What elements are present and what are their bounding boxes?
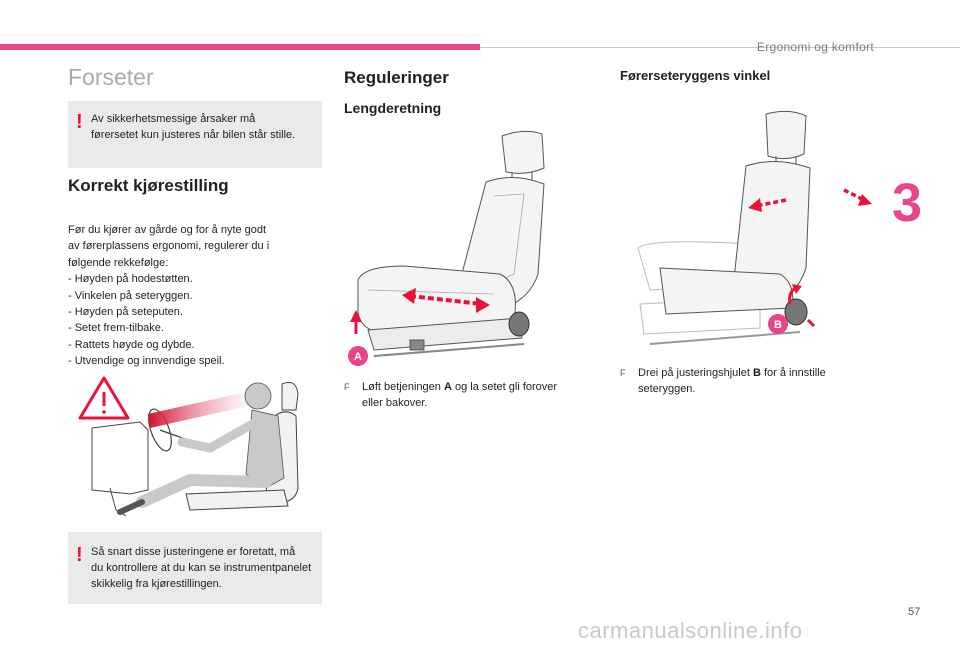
step: - Høyden på hodestøtten.: [68, 273, 193, 286]
warning-box-1: ! Av sikkerhetsmessige årsaker må førers…: [68, 101, 322, 168]
step: - Setet frem-tilbake.: [68, 322, 164, 335]
step: - Rattets høyde og dybde.: [68, 338, 195, 351]
page-number: 57: [908, 606, 921, 618]
label-a-marker: [348, 346, 368, 366]
seat-longitudinal-illustration: A: [348, 130, 545, 366]
watermark: carmanualsonline.info: [578, 618, 803, 643]
header-accent-bar: [0, 44, 480, 50]
chapter-number: 3: [892, 173, 923, 233]
step: - Utvendige og innvendige speil.: [68, 355, 225, 368]
lift-arrow-icon: [350, 310, 362, 322]
chapter-title: Ergonomi og komfort: [756, 40, 874, 54]
step: - Høyden på seteputen.: [68, 306, 183, 319]
section-title-korrekt: Korrekt kjørestilling: [68, 176, 229, 195]
svg-text:B: B: [774, 319, 782, 331]
warning-mark: !: [76, 111, 83, 133]
page-title: Forseter: [68, 64, 154, 90]
warning-box-2: ! Så snart disse justeringene er foretat…: [68, 532, 322, 604]
slide-arrow: [409, 294, 483, 306]
instruction-backrest: F Drei på justeringshjulet B for å innst…: [620, 367, 826, 395]
warning-text-2: Så snart disse justeringene er foretatt,…: [91, 546, 312, 590]
driver-posture-illustration: [78, 376, 299, 517]
instruction-bullet-icon: F: [620, 368, 626, 378]
section-title-seteryggens-vinkel: Førerseteryggens vinkel: [620, 68, 771, 83]
section-title-reguleringer: Reguleringer: [344, 68, 449, 87]
step: - Vinkelen på seteryggen.: [68, 289, 193, 302]
backrest-angle-illustration: B: [637, 110, 872, 345]
warning-text-1: Av sikkerhetsmessige årsaker må førerset…: [91, 113, 296, 141]
instruction-bullet-icon: F: [344, 382, 350, 392]
header-rule: [480, 47, 960, 48]
warning-mark: !: [76, 544, 83, 566]
intro-text: Før du kjører av gårde og for å nyte god…: [68, 222, 318, 370]
label-b-marker: [768, 314, 788, 334]
sightline-beam: [148, 392, 248, 428]
svg-text:A: A: [354, 351, 362, 363]
rotate-arrow-icon: [792, 284, 802, 294]
instruction-longitudinal: F Løft betjeningen A og la setet gli for…: [344, 381, 558, 409]
subsection-title-lengderetning: Lengderetning: [344, 100, 442, 116]
